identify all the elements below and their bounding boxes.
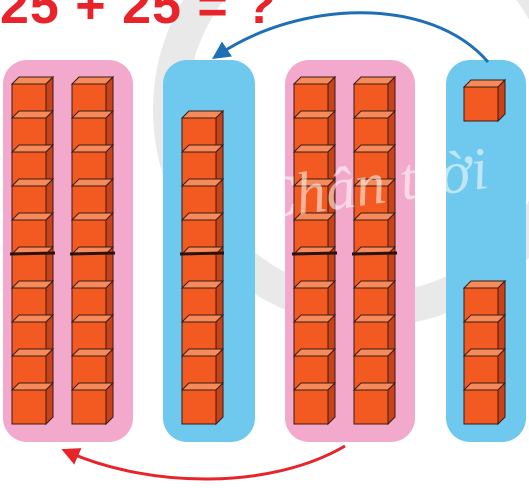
rod-group-1-ones [182, 111, 223, 424]
rod-group-2-ones [464, 281, 505, 424]
five-mark-1-2 [70, 253, 115, 254]
title: 25 + 25 = ? [0, 0, 277, 36]
rod-group-1-a [12, 77, 53, 424]
five-mark-2-1 [292, 253, 337, 254]
rod-group-2-b [354, 77, 395, 424]
single-cube [464, 80, 505, 121]
five-mark-2-2 [352, 253, 397, 254]
five-mark-1-1 [10, 253, 55, 254]
rod-group-1-b [72, 77, 113, 424]
rod-group-2-a [294, 77, 335, 424]
five-mark-ones [180, 253, 224, 254]
arrow-tens-to-tens [68, 446, 345, 479]
